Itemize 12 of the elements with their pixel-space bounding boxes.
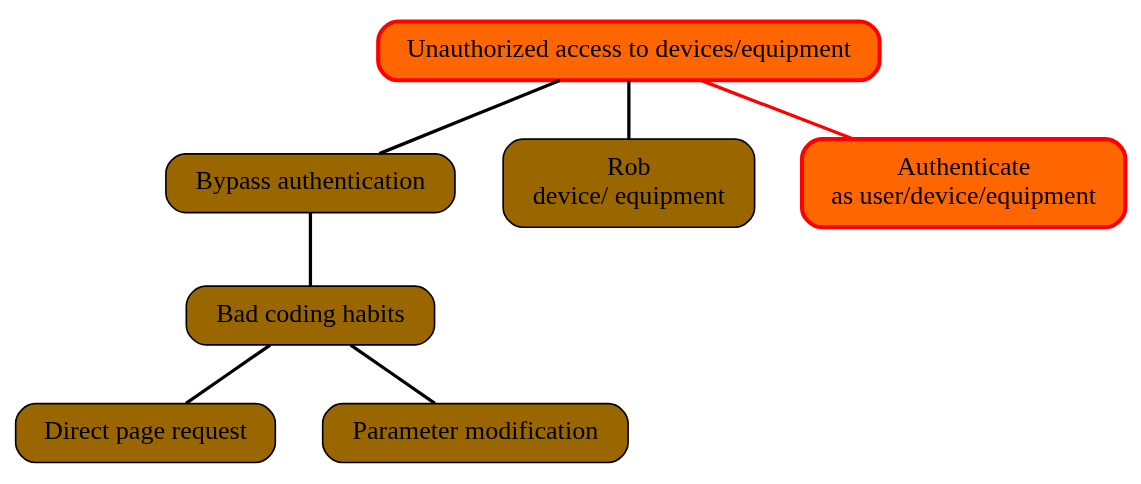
connector [349,343,436,405]
node-box: Unauthorized access to devices/equipment [376,19,882,83]
node-box: Rob device/ equipment [502,138,756,229]
connector [378,79,561,156]
node-box: Direct page request [14,402,277,464]
node-box: Authenticate as user/device/equipment [799,137,1128,230]
connector [627,80,631,139]
node-box: Parameter modification [321,402,629,464]
connector [185,343,271,405]
node-box: Bypass authentication [165,153,456,214]
node-box: Bad coding habits [185,285,436,346]
connector [308,212,313,286]
